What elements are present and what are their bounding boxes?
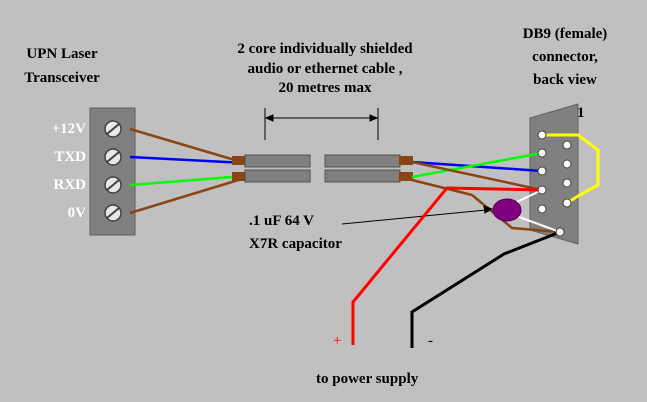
pin-8 — [562, 178, 572, 188]
wire-yellow-loop — [542, 133, 600, 205]
cable-label-line2: audio or ethernet cable , — [247, 61, 403, 77]
pin-1-label: 1 — [577, 105, 585, 121]
db9-pins — [537, 130, 572, 237]
power-supply-label: to power supply — [316, 371, 419, 387]
screw-slots — [106, 123, 120, 219]
wire-0v-shield — [129, 176, 246, 215]
pin-3 — [537, 166, 547, 176]
capacitor-label-line2: X7R capacitor — [249, 236, 342, 252]
wire-red-power — [351, 186, 543, 345]
cable-label-line3: 20 metres max — [278, 80, 372, 96]
pin-5 — [537, 204, 547, 214]
pin-2 — [537, 148, 547, 158]
wire-12v-shield — [129, 127, 246, 165]
pin-4 — [537, 185, 547, 195]
terminal-label-12v: +12V — [51, 121, 86, 137]
connector-label-line2: connector, — [532, 49, 598, 65]
transceiver-title-line2: Transceiver — [24, 70, 100, 86]
power-minus-sign: - — [428, 333, 433, 349]
capacitor-body — [492, 198, 522, 222]
capacitor-leader — [341, 205, 494, 225]
wire-txd-blue — [129, 155, 246, 165]
terminal-label-0v: 0V — [67, 205, 86, 221]
cable-left — [232, 154, 311, 183]
transceiver-title-line1: UPN Laser — [26, 46, 98, 62]
capacitor-label-line1: .1 uF 64 V — [249, 213, 315, 229]
wire-black-power — [410, 230, 561, 348]
cable-right — [324, 154, 413, 183]
capacitor — [492, 189, 561, 233]
terminal-label-rxd: RXD — [53, 177, 87, 193]
wire-rxd-green — [129, 174, 246, 187]
length-dimension — [264, 108, 379, 140]
pin-7 — [562, 159, 572, 169]
wire-shield-right-bottom — [411, 178, 473, 197]
pin-9 — [562, 198, 572, 208]
pin-6 — [562, 140, 572, 150]
wire-green-right — [411, 151, 543, 179]
power-plus-sign: + — [333, 333, 342, 349]
cable-label-line1: 2 core individually shielded — [237, 41, 413, 57]
wire-shield-right-top — [411, 160, 543, 192]
terminal-label-txd: TXD — [54, 149, 86, 165]
wire-blue-right — [411, 160, 543, 173]
left-wires — [129, 127, 246, 215]
pin-1 — [537, 130, 547, 140]
connector-label-line3: back view — [533, 72, 597, 88]
connector-label-line1: DB9 (female) — [522, 26, 608, 42]
pin-ground — [555, 227, 565, 237]
